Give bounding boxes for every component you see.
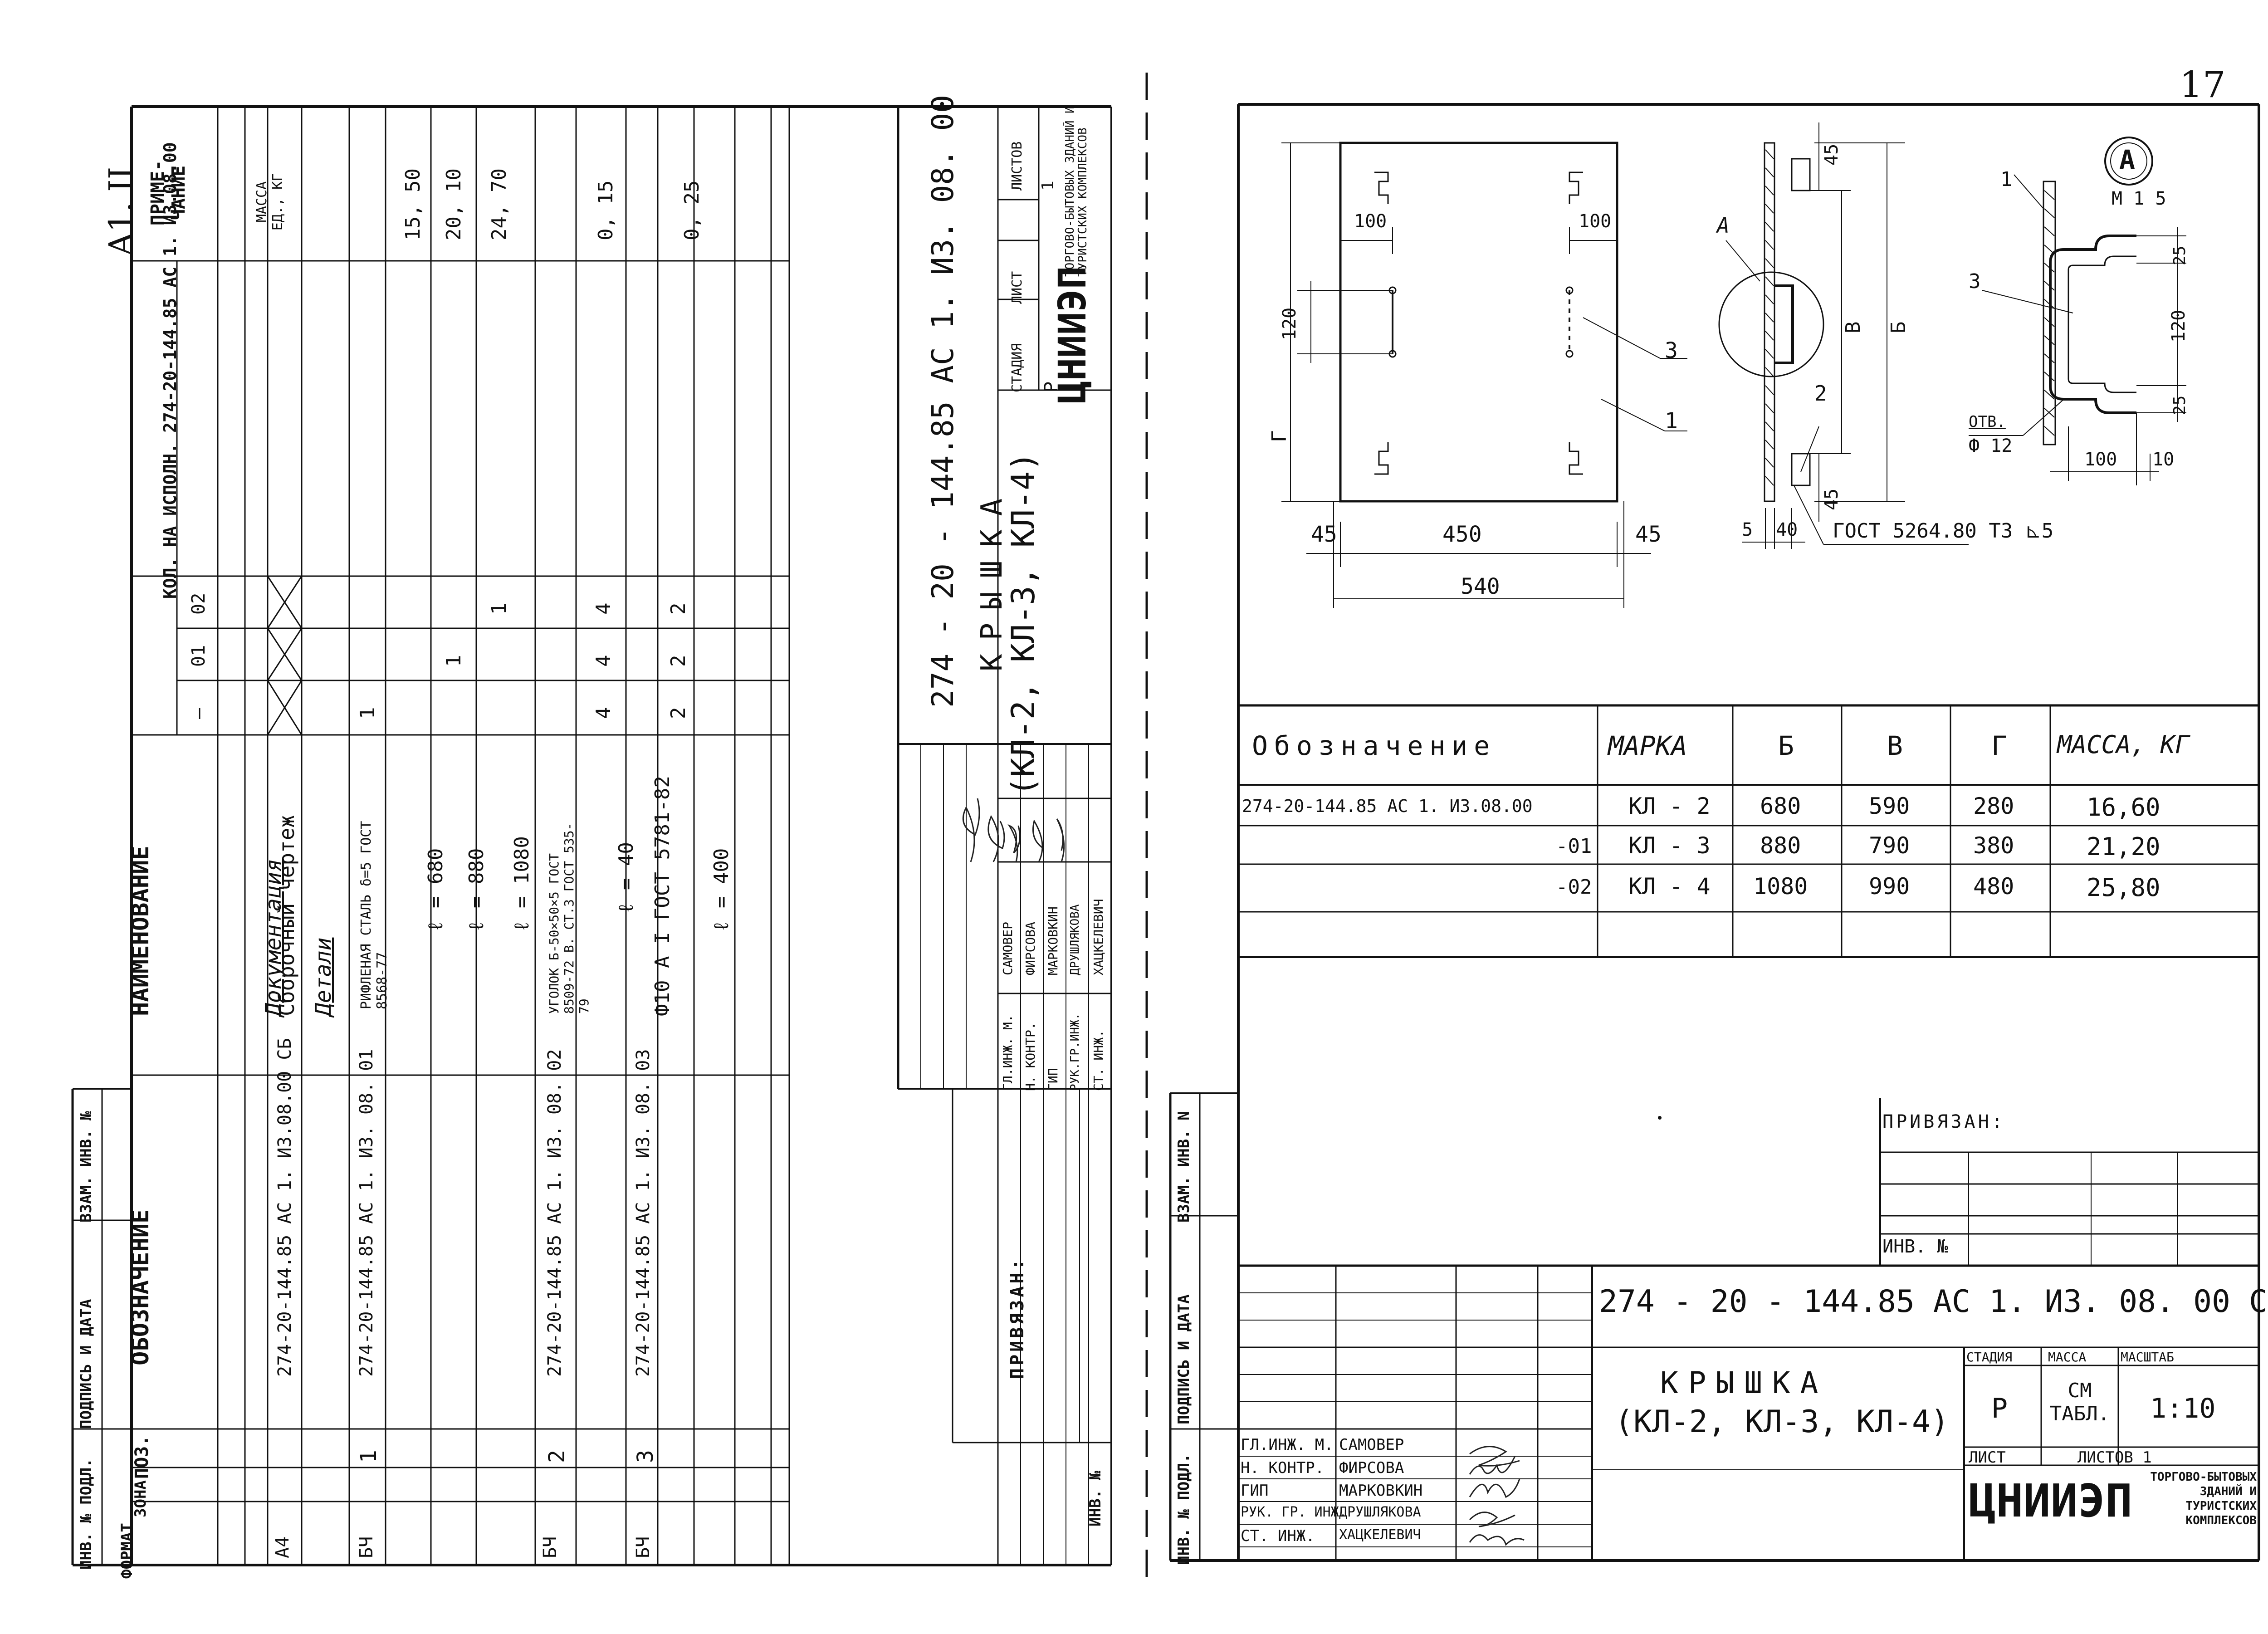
dim-45-left: 45	[1311, 522, 1337, 547]
right-title-sheets-label: ЛИСТОВ 1	[2077, 1448, 2152, 1467]
dim-450: 450	[1442, 522, 1482, 547]
right-title-mass: СМ ТАБЛ.	[2049, 1379, 2110, 1425]
left-title-block-grid	[897, 107, 1111, 1565]
dim-5: 5	[1742, 519, 1753, 540]
right-inv-label: ИНВ. №	[1882, 1236, 1948, 1257]
hole-label: ОТВ.	[1969, 413, 2006, 431]
dim-540: 540	[1461, 574, 1500, 599]
variants-header-b: Б	[1778, 730, 1794, 761]
pos-3-label: 3	[1665, 338, 1678, 363]
hole-dia: Ф 12	[1969, 435, 2013, 456]
right-title-name: КРЫШКА	[1660, 1365, 1828, 1400]
right-bind-label: ПРИВЯЗАН:	[1882, 1111, 2005, 1132]
variants-row-0-g: 280	[1973, 793, 2014, 819]
variants-row-0-v: 590	[1869, 793, 1910, 819]
variants-row-1-mass: 21,20	[2087, 832, 2160, 861]
variants-row-2-b: 1080	[1753, 873, 1808, 900]
assembly-drawing	[1281, 122, 2186, 608]
pos-3b-label: 3	[1969, 270, 1981, 293]
right-title-scale: 1:10	[2150, 1393, 2216, 1424]
spec-table-grid	[132, 107, 790, 1565]
right-staff-1-name: ФИРСОВА	[1339, 1459, 1404, 1477]
variants-row-2-g: 480	[1973, 873, 2014, 900]
variants-header-mark: МАРКА	[1608, 730, 1687, 761]
variants-row-1-mark: КЛ - 3	[1628, 832, 1711, 859]
detail-a-scale: М 1 5	[2112, 188, 2166, 209]
callout-a: А	[1717, 213, 1730, 238]
right-staff-2-role: ГИП	[1241, 1482, 1269, 1500]
right-title-sheet-label: ЛИСТ	[1969, 1448, 2006, 1467]
variants-row-2-mass: 25,80	[2087, 873, 2160, 902]
right-staff-4-name: ХАЦКЕЛЕВИЧ	[1339, 1527, 1421, 1543]
left-inv-label: ИНВ. №	[1086, 1471, 1105, 1526]
dim-10: 10	[2152, 449, 2175, 470]
left-signatures	[962, 798, 1065, 862]
right-title-block-grid	[1238, 1264, 2259, 1561]
variants-row-1-v: 790	[1869, 832, 1910, 859]
right-staff-1-role: Н. КОНТР.	[1241, 1459, 1325, 1477]
variants-row-1-b: 880	[1760, 832, 1801, 859]
page-number: 17	[2180, 64, 2226, 106]
variants-row-1-g: 380	[1973, 832, 2014, 859]
right-title-code: 274 - 20 - 144.85 АС 1. ИЗ. 08. 00 СБ	[1599, 1284, 2268, 1320]
variants-row-0-designation: 274-20-144.85 АС 1. ИЗ.08.00	[1242, 796, 1533, 816]
variants-header-v: В	[1887, 730, 1903, 761]
right-staff-4-role: СТ. ИНЖ.	[1241, 1527, 1315, 1545]
dim-40: 40	[1776, 519, 1798, 540]
right-title-mass-label: МАССА	[2048, 1350, 2087, 1365]
pos-1b-label: 1	[2000, 168, 2013, 191]
variants-row-1-designation: -01	[1556, 835, 1592, 858]
left-frame	[71, 105, 1112, 1566]
variants-header-mass: МАССА, КГ	[2057, 730, 2190, 759]
right-title-scale-label: МАСШТАБ	[2121, 1350, 2175, 1365]
right-staff-3-role: РУК. ГР. ИНЖ.	[1241, 1504, 1347, 1520]
variants-row-0-mass: 16,60	[2087, 793, 2160, 822]
right-title-org-sub: ТОРГОВО-БЫТОВЫХ ЗДАНИЙ И ТУРИСТСКИХ КОМП…	[2150, 1470, 2257, 1527]
variants-row-0-mark: КЛ - 2	[1628, 793, 1711, 819]
variants-header-g: Г	[1991, 730, 2007, 761]
right-title-org: ЦНИИЭП	[1969, 1474, 2133, 1527]
right-staff-2-name: МАРКОВКИН	[1339, 1482, 1423, 1500]
variants-header-designation: Обозначение	[1252, 730, 1496, 761]
right-staff-0-role: ГЛ.ИНЖ. М.	[1241, 1436, 1334, 1454]
dim-100-right: 100	[1579, 211, 1612, 232]
right-sheet: 17 ИНВ. № ПОДЛ. ПОДПИСЬ И ДАТА ВЗАМ. ИНВ…	[1161, 0, 2268, 1634]
detail-a-mark: А	[2119, 144, 2135, 175]
right-frame	[1169, 103, 2260, 1562]
left-bind-label: ПРИВЯЗАН:	[1007, 1256, 1028, 1379]
pos-1-label: 1	[1665, 408, 1678, 434]
page-divider	[1145, 73, 1148, 1588]
right-title-stage-label: СТАДИЯ	[1966, 1350, 2013, 1365]
right-staff-3-name: ДРУШЛЯКОВА	[1339, 1504, 1421, 1520]
variants-row-2-mark: КЛ - 4	[1628, 873, 1711, 900]
right-title-stage: Р	[1991, 1393, 2008, 1424]
dim-100-left: 100	[1354, 211, 1387, 232]
variants-table-grid	[1238, 704, 2259, 958]
stray-dot	[1658, 1116, 1662, 1120]
detail-a-circle	[1718, 271, 1824, 377]
variants-row-2-designation: -02	[1556, 876, 1592, 899]
variants-row-2-v: 990	[1869, 873, 1910, 900]
plate-section	[1764, 142, 1775, 502]
left-sheet: А1. II ИНВ. № ПОДЛ. ПОДПИСЬ И ДАТА ВЗАМ.…	[71, 95, 1112, 1579]
weld-gost-note: ГОСТ 5264.80 Т3 ⊾5	[1833, 519, 2054, 543]
dim-100-detail: 100	[2084, 449, 2117, 470]
plate-plan-view	[1339, 142, 1618, 503]
pos-2-label: 2	[1814, 381, 1827, 406]
dim-45-right: 45	[1635, 522, 1662, 547]
variants-row-0-b: 680	[1760, 793, 1801, 819]
right-title-subtitle: (КЛ-2, КЛ-3, КЛ-4)	[1615, 1404, 1949, 1440]
right-staff-0-name: САМОВЕР	[1339, 1436, 1404, 1454]
detail-a-marker	[2104, 137, 2153, 186]
